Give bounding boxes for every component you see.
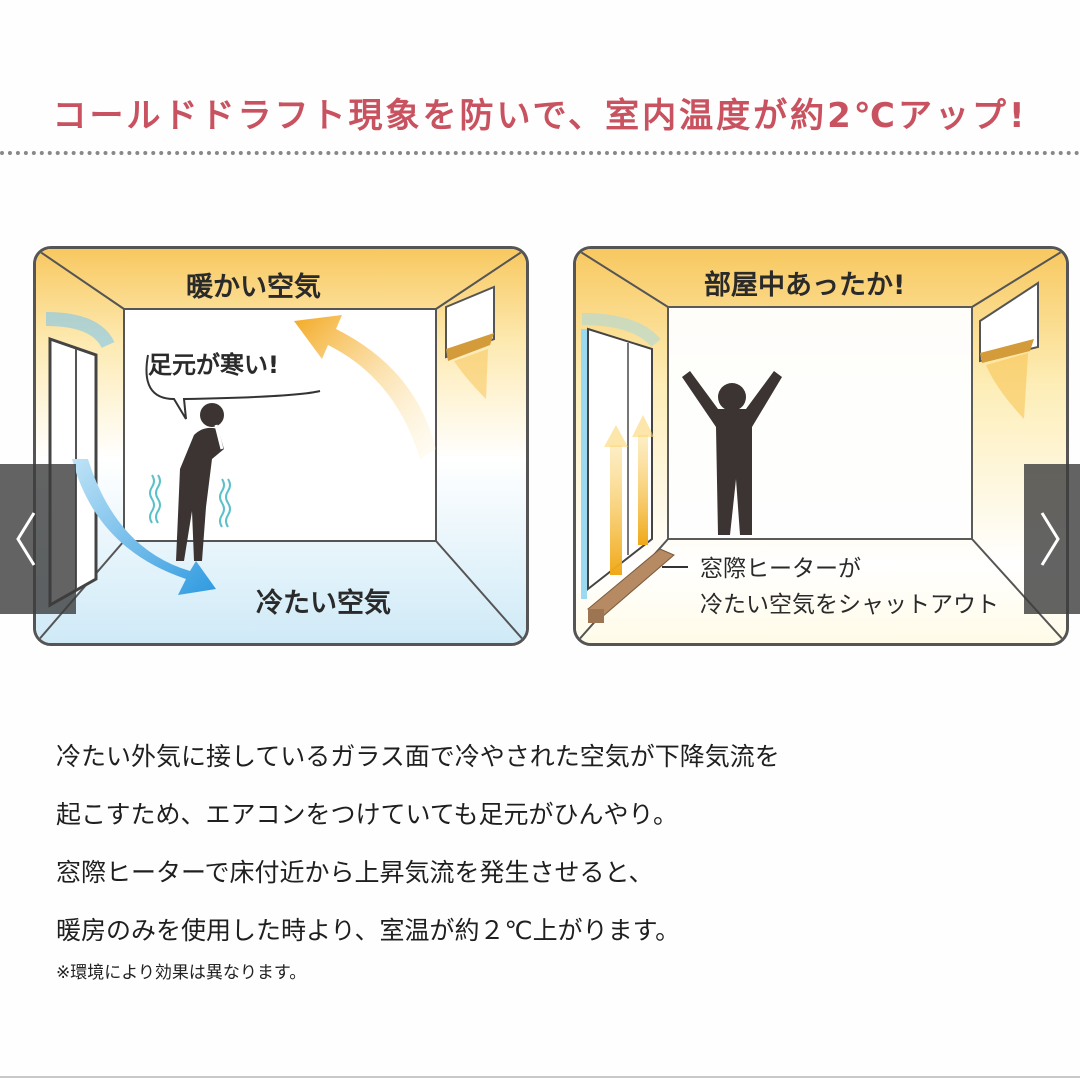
cold-air-label: 冷たい空気 (256, 588, 391, 619)
warm-air-label: 暖かい空気 (186, 272, 321, 303)
dotted-divider (0, 151, 1080, 155)
air-conditioner-icon (979, 281, 1039, 419)
disclaimer-note: ※環境により効果は異なります。 (56, 963, 307, 983)
description-line: 暖房のみを使用した時より、室温が約２℃上がります。 (56, 916, 681, 945)
room-warm-label: 部屋中あったか! (704, 270, 906, 301)
happy-person-icon (682, 371, 782, 535)
bottom-divider (0, 1076, 1080, 1078)
speech-bubble-text: 足元が寒い! (148, 351, 279, 379)
heater-callout-line1: 窓際ヒーターが (700, 556, 861, 582)
description-line: 冷たい外気に接しているガラス面で冷やされた空気が下降気流を (56, 742, 780, 771)
illustration-after: 部屋中あったか! 窓際ヒーターが 冷たい空気をシャットアウト (573, 246, 1069, 646)
description-line: 起こすため、エアコンをつけていても足元がひんやり。 (56, 800, 679, 829)
headline: コールドドラフト現象を防いで、室内温度が約2℃アップ! (52, 96, 1028, 136)
description: 冷たい外気に接しているガラス面で冷やされた空気が下降気流を 起こすため、エアコン… (56, 728, 780, 960)
illustration-before: 暖かい空気 足元が寒い! 冷たい空気 (33, 246, 529, 646)
room-after-illustration (576, 249, 1066, 643)
heater-callout-line2: 冷たい空気をシャットアウト (700, 592, 999, 618)
carousel-next-button[interactable] (1024, 464, 1080, 614)
chevron-right-icon (1040, 512, 1060, 566)
warm-updraft-icon (604, 415, 654, 575)
room-before-illustration (36, 249, 526, 643)
window-heater-icon (587, 548, 688, 623)
speech-bubble-outline (145, 354, 321, 420)
carousel-prev-button[interactable] (0, 464, 76, 614)
shivering-person-icon (149, 403, 231, 561)
chevron-left-icon (16, 512, 36, 566)
air-conditioner-icon (445, 285, 495, 399)
warm-air-arrow-icon (294, 315, 436, 459)
description-line: 窓際ヒーターで床付近から上昇気流を発生させると、 (56, 858, 654, 887)
cold-air-arrow-icon (72, 459, 216, 595)
